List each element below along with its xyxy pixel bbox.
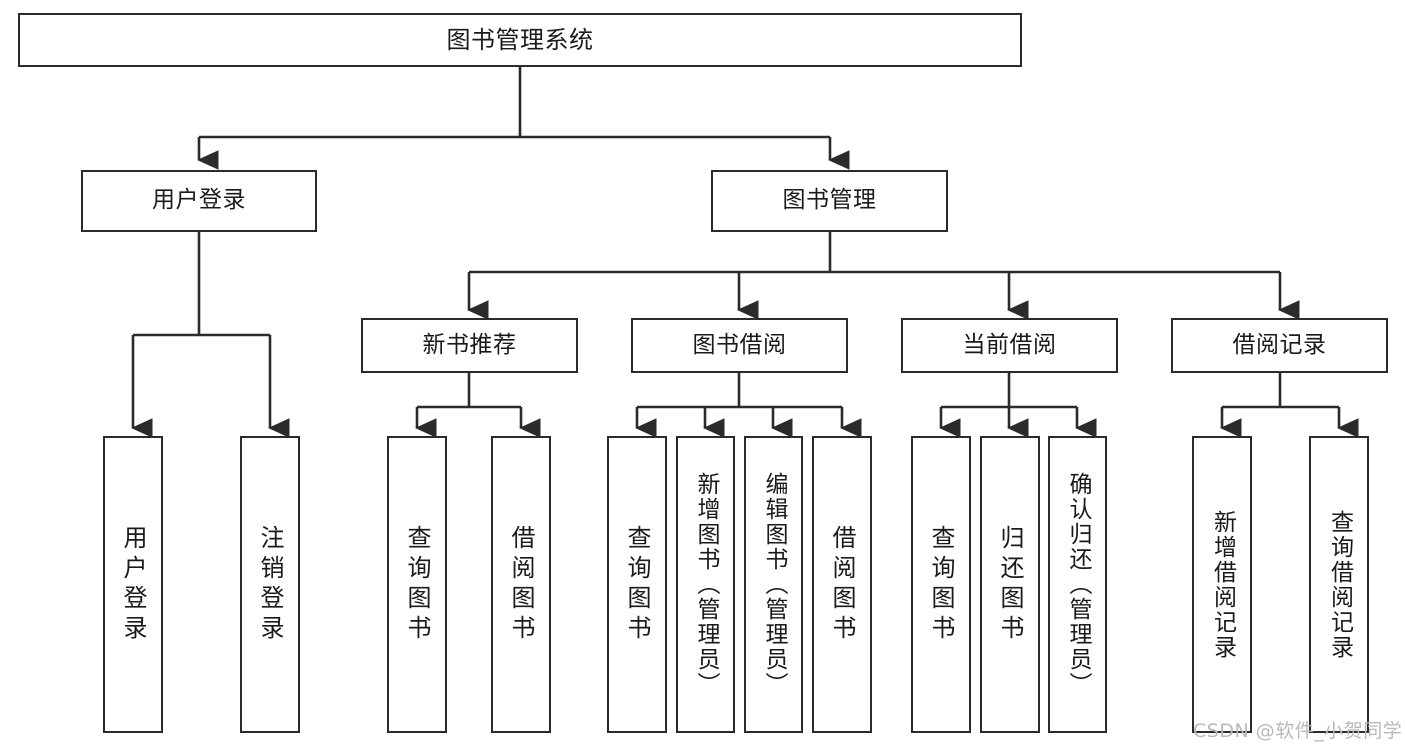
node-leaf-edit-book[interactable]: 编辑图书（管理员） <box>744 436 803 733</box>
node-borrow-record-label: 借阅记录 <box>1232 331 1327 358</box>
node-leaf-query-book-2[interactable]: 查询图书 <box>607 436 667 733</box>
node-leaf-user-login-label: 用户登录 <box>119 524 147 645</box>
node-leaf-query-book-3[interactable]: 查询图书 <box>911 436 971 733</box>
node-leaf-return-book[interactable]: 归还图书 <box>980 436 1040 733</box>
watermark-text: CSDN @软件_小贺同学 <box>1193 720 1403 742</box>
node-leaf-return-book-label: 归还图书 <box>996 524 1024 645</box>
node-leaf-add-book-label: 新增图书（管理员） <box>693 472 719 697</box>
node-leaf-confirm-return[interactable]: 确认归还（管理员） <box>1048 436 1107 733</box>
node-leaf-add-record-label: 新增借阅记录 <box>1209 509 1236 660</box>
node-leaf-user-logout[interactable]: 注销登录 <box>240 436 300 733</box>
node-leaf-borrow-book-1-label: 借阅图书 <box>507 524 535 645</box>
node-leaf-borrow-book-1[interactable]: 借阅图书 <box>491 436 551 733</box>
node-book-manage-label: 图书管理 <box>782 187 877 214</box>
node-leaf-user-logout-label: 注销登录 <box>256 524 284 645</box>
node-current-borrow[interactable]: 当前借阅 <box>901 318 1118 373</box>
node-book-borrow[interactable]: 图书借阅 <box>631 318 848 373</box>
node-user-login-label: 用户登录 <box>152 187 246 214</box>
node-borrow-record[interactable]: 借阅记录 <box>1171 318 1388 373</box>
node-leaf-query-book-1-label: 查询图书 <box>403 524 431 645</box>
node-leaf-borrow-book-2[interactable]: 借阅图书 <box>812 436 872 733</box>
node-current-borrow-label: 当前借阅 <box>962 331 1057 358</box>
node-root-label: 图书管理系统 <box>446 25 594 54</box>
node-leaf-edit-book-label: 编辑图书（管理员） <box>761 472 787 697</box>
node-book-manage[interactable]: 图书管理 <box>711 170 948 232</box>
node-leaf-query-record[interactable]: 查询借阅记录 <box>1309 436 1369 733</box>
node-root[interactable]: 图书管理系统 <box>18 13 1022 67</box>
node-leaf-confirm-return-label: 确认归还（管理员） <box>1065 472 1091 697</box>
node-user-login[interactable]: 用户登录 <box>81 170 317 232</box>
node-leaf-add-record[interactable]: 新增借阅记录 <box>1192 436 1252 733</box>
node-leaf-query-book-1[interactable]: 查询图书 <box>387 436 447 733</box>
node-leaf-query-book-3-label: 查询图书 <box>927 524 955 645</box>
node-leaf-user-login[interactable]: 用户登录 <box>103 436 163 733</box>
node-leaf-borrow-book-2-label: 借阅图书 <box>828 524 856 645</box>
node-leaf-query-record-label: 查询借阅记录 <box>1326 509 1353 660</box>
node-new-book-rec[interactable]: 新书推荐 <box>361 318 578 373</box>
node-new-book-rec-label: 新书推荐 <box>422 331 517 358</box>
node-leaf-query-book-2-label: 查询图书 <box>623 524 651 645</box>
node-leaf-add-book[interactable]: 新增图书（管理员） <box>676 436 735 733</box>
node-book-borrow-label: 图书借阅 <box>692 331 787 358</box>
